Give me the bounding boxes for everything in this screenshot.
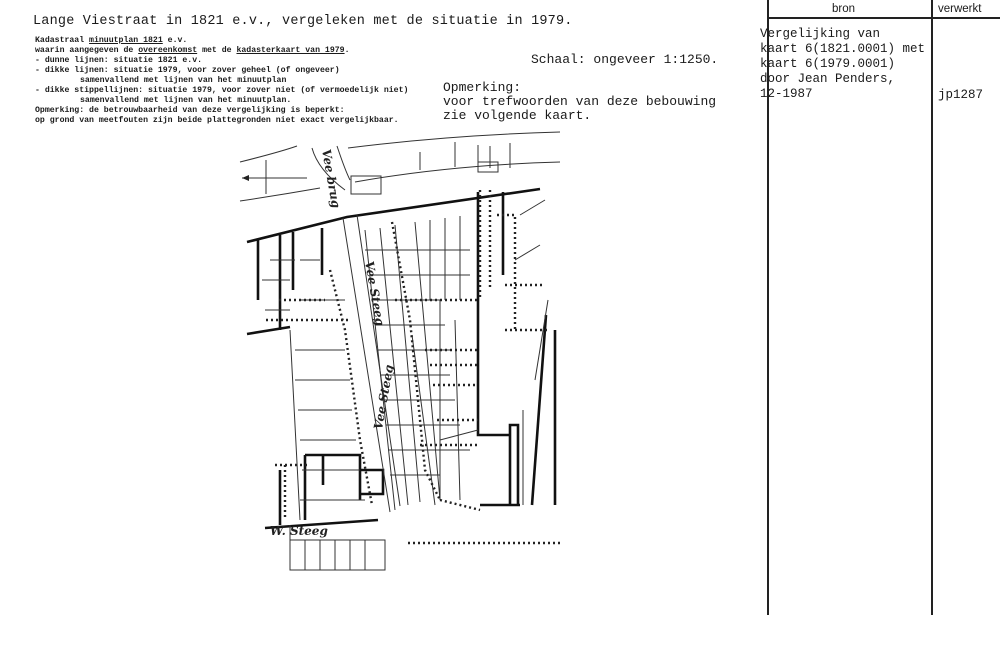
column-header-processed: verwerkt [938, 3, 982, 15]
legend-underlined: kadasterkaart van 1979 [236, 46, 345, 55]
remark-line: zie volgende kaart. [443, 108, 592, 123]
legend-underlined: minuutplan 1821 [89, 36, 163, 45]
legend-line: samenvallend met lijnen van het minuutpl… [80, 76, 287, 85]
legend-text: met de [197, 46, 237, 55]
legend-text: e.v. [162, 36, 188, 45]
legend-line: - dikke stippellijnen: situatie 1979, vo… [35, 86, 409, 95]
legend-line: waarin aangegeven de overeenkomst met de… [35, 46, 349, 56]
legend-line: op grond van meetfouten zijn beide platt… [35, 116, 399, 125]
remark-heading: Opmerking: [443, 80, 522, 95]
source-line: Vergelijking van [760, 27, 881, 41]
column-header-source: bron [832, 3, 856, 15]
map-label-street: W. Steeg [270, 524, 328, 538]
table-divider [931, 0, 933, 615]
legend-text: waarin aangegeven de [35, 46, 139, 55]
processed-code: jp1287 [938, 88, 984, 102]
compass-icon [242, 160, 307, 194]
legend-text: . [344, 46, 350, 55]
legend-line: Kadastraal minuutplan 1821 e.v. [35, 36, 187, 46]
legend-text: Kadastraal [35, 36, 90, 45]
map-label-bridge: Vee brug [319, 148, 343, 209]
legend-line: - dunne lijnen: situatie 1821 e.v. [35, 56, 203, 65]
legend-line: samenvallend met lijnen van het minuutpl… [80, 96, 292, 105]
legend-line: Opmerking: de betrouwbaarheid van deze v… [35, 106, 345, 115]
remark-line: voor trefwoorden van deze bebouwing [443, 94, 717, 109]
table-divider [767, 0, 769, 615]
document-title: Lange Viestraat in 1821 e.v., vergeleken… [33, 14, 573, 29]
map-label-street: Vee Steeg [371, 364, 396, 431]
legend-underlined: overeenkomst [138, 46, 198, 55]
source-line: door Jean Penders, [760, 72, 896, 86]
scale-note: Schaal: ongeveer 1:1250. [531, 52, 719, 67]
source-line: kaart 6(1821.0001) met [760, 42, 926, 56]
source-line: kaart 6(1979.0001) [760, 57, 896, 71]
map-label-street: Vee Steeg [362, 260, 387, 327]
legend-line: - dikke lijnen: situatie 1979, voor zove… [35, 66, 340, 75]
table-header-rule [767, 17, 1000, 19]
source-line: 12-1987 [760, 87, 813, 101]
